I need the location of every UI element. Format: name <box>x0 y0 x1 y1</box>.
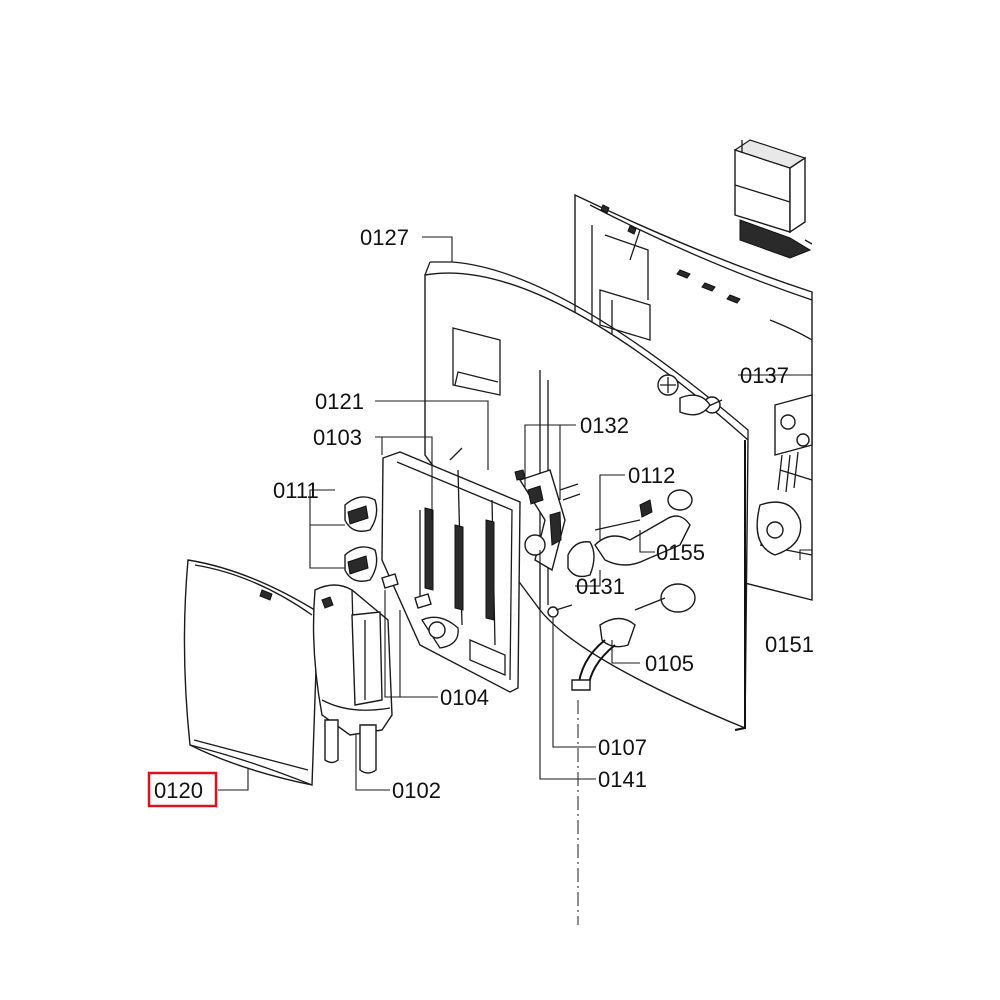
inner-frame <box>381 447 521 693</box>
screws <box>657 374 723 416</box>
label-0102[interactable]: 0102 <box>392 778 441 803</box>
label-0111[interactable]: 0111 <box>273 478 319 503</box>
label-0155[interactable]: 0155 <box>656 540 705 565</box>
label-0121[interactable]: 0121 <box>315 389 364 414</box>
spout <box>312 584 393 774</box>
label-0104[interactable]: 0104 <box>440 685 489 710</box>
label-0107[interactable]: 0107 <box>598 735 647 760</box>
label-0120[interactable]: 0120 <box>154 778 203 803</box>
label-0112[interactable]: 0112 <box>628 463 675 488</box>
leader-lines <box>218 236 812 791</box>
label-0103[interactable]: 0103 <box>313 425 362 450</box>
valve-assembly <box>567 489 696 613</box>
label-0137[interactable]: 0137 <box>740 363 789 388</box>
pump-block <box>733 139 813 259</box>
highlight-box-0120 <box>147 771 218 808</box>
drip-cover <box>183 559 319 786</box>
part-labels: 0127 0121 0103 0111 0132 0112 0137 0155 … <box>147 225 814 808</box>
connector-block <box>756 394 813 556</box>
label-0132[interactable]: 0132 <box>580 413 629 438</box>
label-0151[interactable]: 0151 <box>765 632 814 657</box>
knobs <box>344 496 432 609</box>
label-0105[interactable]: 0105 <box>645 651 694 676</box>
label-0141[interactable]: 0141 <box>598 767 647 792</box>
label-0131[interactable]: 0131 <box>576 574 625 599</box>
hose <box>547 597 666 691</box>
label-0127[interactable]: 0127 <box>360 225 409 250</box>
